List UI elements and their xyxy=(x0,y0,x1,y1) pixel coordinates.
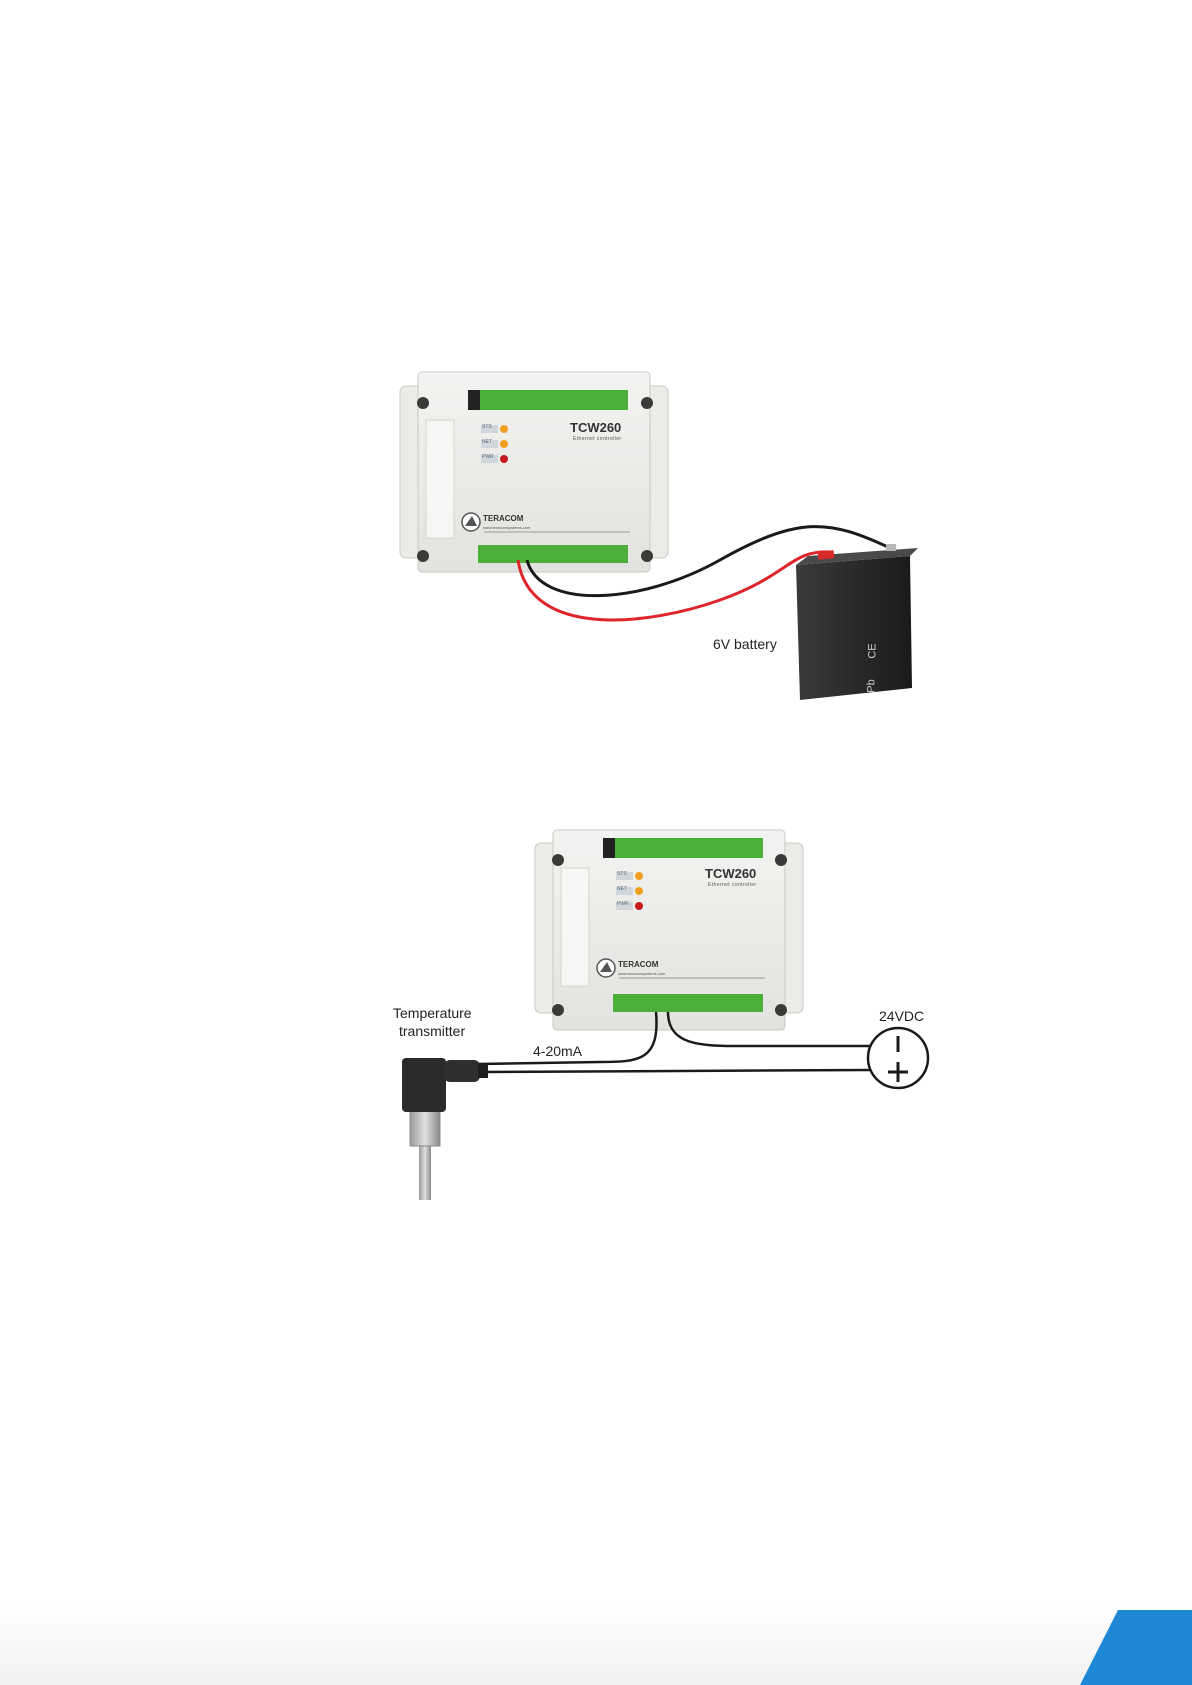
battery-label: 6V battery xyxy=(713,636,777,652)
battery xyxy=(796,544,918,700)
sensor-label-line2: transmitter xyxy=(399,1023,465,1039)
diagram-battery-wiring xyxy=(0,0,1192,760)
diagram-transmitter-wiring xyxy=(0,800,1192,1200)
footer-accent-shape xyxy=(1080,1610,1192,1685)
device-2-led-net: NET xyxy=(617,886,627,892)
battery-ce-mark: CE xyxy=(867,643,879,658)
device-1-website: www.teracomsystems.com xyxy=(483,525,530,530)
supply-label: 24VDC xyxy=(879,1008,924,1024)
device-2-brand: TERACOM xyxy=(618,960,658,969)
controller-device-1 xyxy=(400,372,668,572)
device-1-led-sts: STS xyxy=(482,424,492,430)
device-1-led-pwr: PWR xyxy=(482,454,494,460)
controller-device-2 xyxy=(535,830,803,1030)
device-1-subtitle: Ethernet controller xyxy=(573,436,621,442)
battery-pb-mark: Pb xyxy=(866,679,878,692)
supply-positive-wire xyxy=(478,1070,870,1072)
device-2-led-pwr: PWR xyxy=(617,901,629,907)
temperature-transmitter xyxy=(402,1058,488,1200)
dc-supply-symbol xyxy=(868,1028,928,1088)
device-2-subtitle: Ethernet controller xyxy=(708,882,756,888)
device-1-brand: TERACOM xyxy=(483,514,523,523)
signal-label: 4-20mA xyxy=(533,1043,582,1059)
device-2-website: www.teracomsystems.com xyxy=(618,971,665,976)
device-1-led-net: NET xyxy=(482,439,492,445)
device-1-model: TCW260 xyxy=(570,420,621,435)
device-2-model: TCW260 xyxy=(705,866,756,881)
sensor-label-line1: Temperature xyxy=(393,1005,472,1021)
page-footer xyxy=(0,1605,1192,1685)
device-2-led-sts: STS xyxy=(617,871,627,877)
